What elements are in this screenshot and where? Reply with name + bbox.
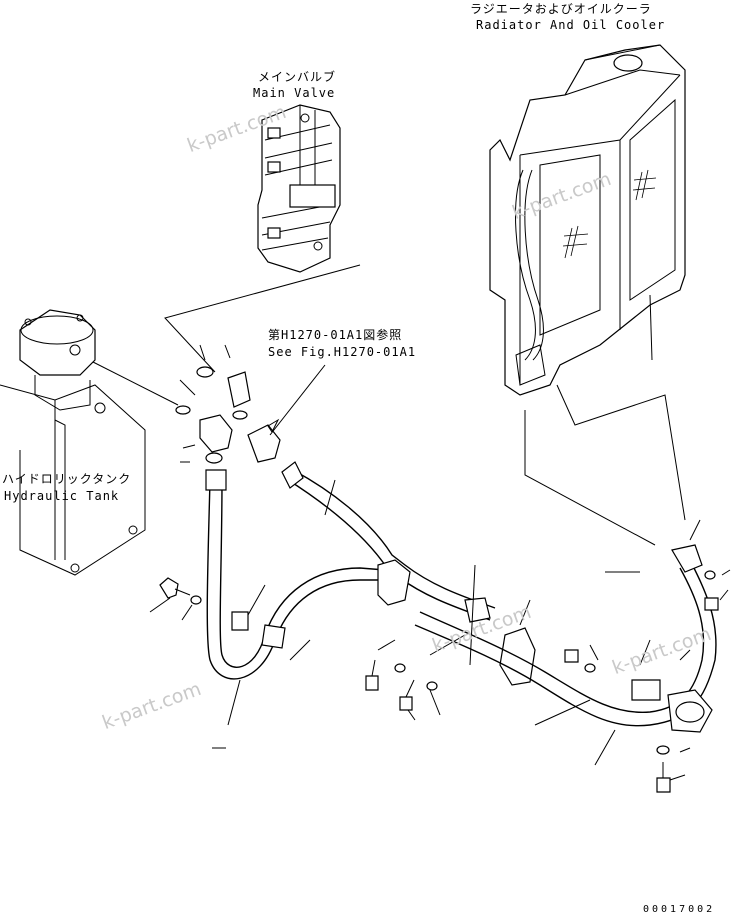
hose-upper-drawing	[281, 461, 536, 686]
hydraulic-tank-label-jp: ハイドロリックタンク	[2, 472, 132, 486]
hose-left-drawing	[205, 469, 386, 680]
hydraulic-tank-label-en: Hydraulic Tank	[4, 489, 120, 503]
fittings-drawing	[175, 344, 281, 464]
hose-lower-drawing	[414, 544, 717, 733]
radiator-drawing	[489, 44, 686, 396]
drawing-number: 00017002	[643, 904, 716, 915]
see-fig-label-en: See Fig.H1270-01A1	[268, 345, 417, 359]
main-valve-label-jp: メインバルブ	[258, 70, 337, 84]
main-valve-drawing	[257, 104, 341, 273]
callout-leaders	[149, 479, 731, 781]
radiator-label-en: Radiator And Oil Cooler	[476, 18, 666, 32]
see-fig-label-jp: 第H1270-01A1図参照	[268, 328, 403, 342]
hydraulic-tank-drawing	[0, 309, 146, 576]
main-valve-label-en: Main Valve	[253, 86, 336, 100]
radiator-label-jp: ラジエータおよびオイルクーラ	[470, 2, 652, 16]
bolts-drawing	[159, 570, 719, 793]
